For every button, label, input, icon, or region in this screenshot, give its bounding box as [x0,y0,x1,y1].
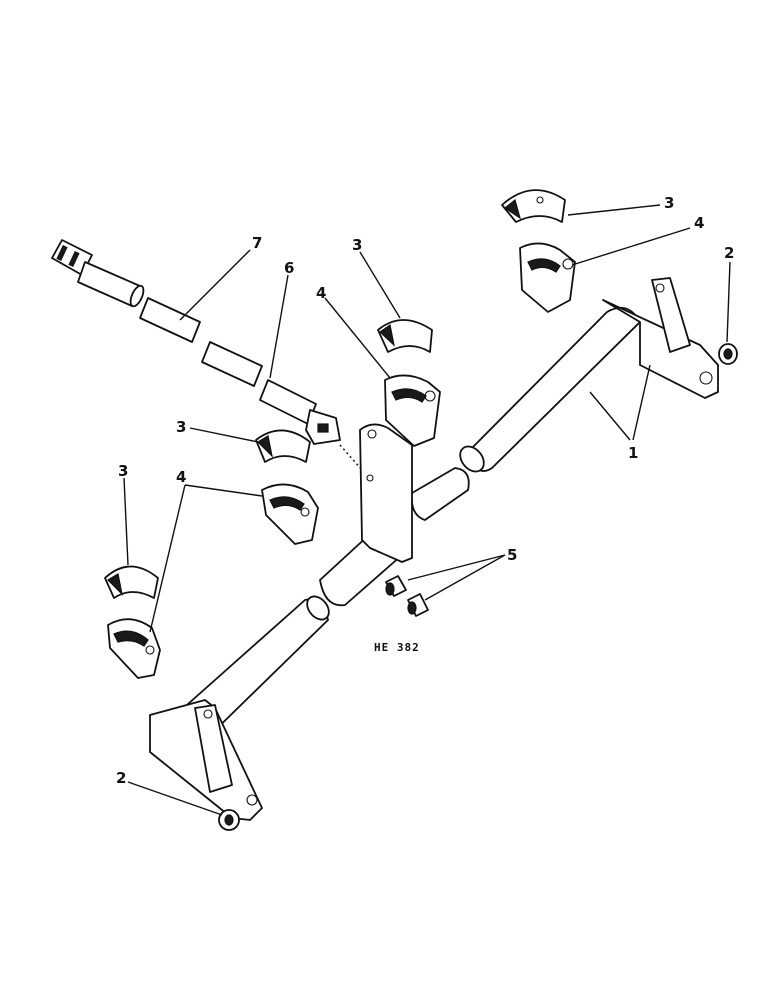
bushing-2-right [718,343,738,365]
callout-4-left: 4 [176,468,186,486]
callout-3-left-lower: 3 [118,462,128,480]
bushing-5-upper [385,575,407,597]
callout-7: 7 [252,234,262,252]
bearing-half-3-top-right [501,189,566,223]
callout-2-right: 2 [724,244,734,262]
bearing-housing-4-middle [384,374,441,447]
leader-lines [123,204,731,816]
bearing-half-3-left-upper [255,429,311,463]
bearing-half-3-left-lower [104,565,159,599]
callout-4-middle: 4 [316,284,326,302]
callout-6: 6 [284,259,294,277]
bearing-housing-4-left-lower [107,618,161,679]
callout-3-middle: 3 [352,236,362,254]
figure-code: HE 382 [374,641,420,654]
bearing-half-3-middle [377,319,433,353]
callout-5: 5 [507,546,517,564]
bushing-5-lower [407,593,429,617]
left-end-bracket [149,699,263,821]
callout-4-top-right: 4 [694,214,704,232]
right-end-bracket [602,277,719,399]
center-bracket [339,423,413,563]
callout-labels: 1 2 2 3 3 3 3 4 4 4 5 6 7 [116,194,734,787]
bushing-2-left [218,809,240,831]
callout-3-top-right: 3 [664,194,674,212]
callout-1: 1 [628,444,638,462]
callout-2-left: 2 [116,769,126,787]
bearing-housing-4-top-right [519,242,576,313]
bearing-housing-4-left-upper [261,483,319,545]
shaft-assembly [51,239,341,445]
callout-3-left-upper: 3 [176,418,186,436]
